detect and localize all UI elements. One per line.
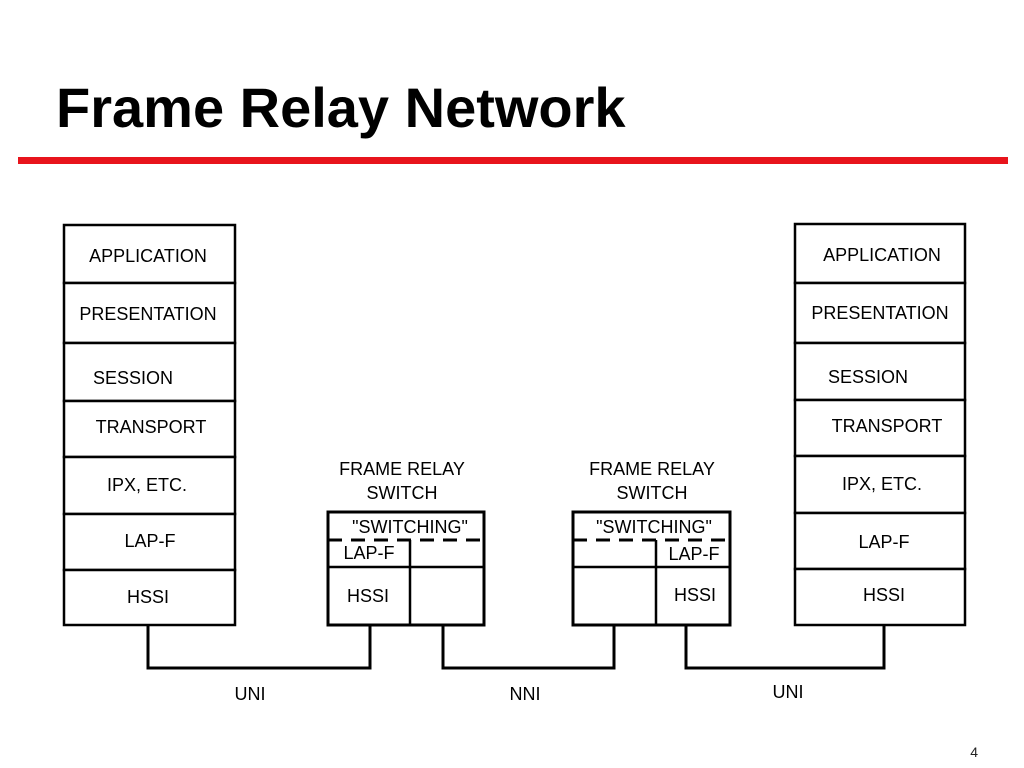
left-layer-box-session [62,341,237,403]
left-layer-box-transport [62,399,237,459]
nni-link [441,625,616,670]
right-layer-ipx: IPX, ETC. [842,474,922,494]
right-switch: FRAME RELAY SWITCH "SWITCHING" LAP-F HSS… [571,459,732,627]
left-layer-hssi: HSSI [127,587,169,607]
left-layer-presentation: PRESENTATION [79,304,216,324]
left-switch-title-line1: FRAME RELAY [339,459,465,479]
left-layer-lapf: LAP-F [124,531,175,551]
right-layer-box-transport [793,398,967,458]
left-layer-application: APPLICATION [89,246,207,266]
left-layer-ipx: IPX, ETC. [107,475,187,495]
left-layer-transport: TRANSPORT [96,417,207,437]
right-switch-lapf: LAP-F [668,544,719,564]
right-switch-switching: "SWITCHING" [596,517,712,537]
right-protocol-stack [793,222,967,627]
left-switch-title-line2: SWITCH [367,483,438,503]
left-switch: FRAME RELAY SWITCH "SWITCHING" LAP-F HSS… [326,459,486,627]
page-number: 4 [970,744,978,760]
right-layer-session: SESSION [828,367,908,387]
right-layer-hssi: HSSI [863,585,905,605]
left-layer-box-application [62,223,237,285]
nni-label: NNI [510,684,541,704]
right-layer-transport: TRANSPORT [832,416,943,436]
left-switch-box [326,510,486,627]
right-layer-box-hssi [793,567,967,627]
right-layer-box-presentation [793,281,967,345]
uni-link-left [146,625,372,670]
right-stack-labels: APPLICATION PRESENTATION SESSION TRANSPO… [811,245,948,605]
left-switch-lapf: LAP-F [343,543,394,563]
uni-label-right: UNI [773,682,804,702]
left-protocol-stack [62,223,237,627]
left-switch-hssi: HSSI [347,586,389,606]
left-layer-box-lapf [62,512,237,572]
right-switch-title-line1: FRAME RELAY [589,459,715,479]
right-layer-application: APPLICATION [823,245,941,265]
title-underline [18,157,1008,164]
right-switch-title-line2: SWITCH [617,483,688,503]
right-layer-box-ipx [793,454,967,515]
left-switch-switching: "SWITCHING" [352,517,468,537]
right-switch-hssi: HSSI [674,585,716,605]
right-layer-box-session [793,341,967,402]
left-layer-box-presentation [62,281,237,345]
link-lines [146,625,886,670]
uni-label-left: UNI [235,684,266,704]
right-switch-box [571,510,732,627]
left-stack-labels: APPLICATION PRESENTATION SESSION TRANSPO… [79,246,216,607]
left-layer-session: SESSION [93,368,173,388]
slide-title: Frame Relay Network [56,76,626,139]
right-layer-presentation: PRESENTATION [811,303,948,323]
uni-link-right [684,625,886,670]
right-layer-lapf: LAP-F [858,532,909,552]
right-layer-box-application [793,222,967,285]
